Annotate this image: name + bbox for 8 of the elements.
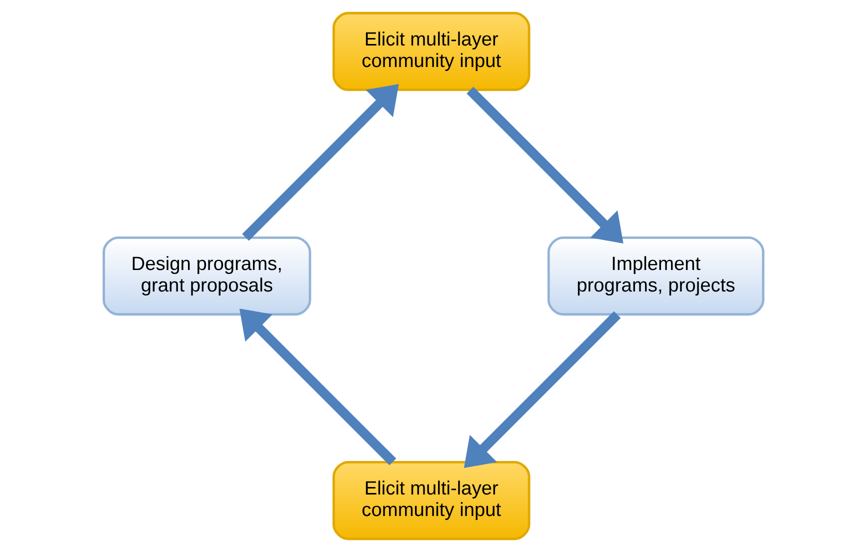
arrow <box>466 86 624 244</box>
node-box: Implement programs, projects <box>547 236 764 316</box>
node-box: Elicit multi-layer community input <box>332 12 530 92</box>
arrow <box>464 311 621 468</box>
node-box: Elicit multi-layer community input <box>332 460 530 540</box>
arrow <box>242 84 399 241</box>
arrow <box>239 308 396 466</box>
node-box: Design programs, grant proposals <box>102 236 312 316</box>
